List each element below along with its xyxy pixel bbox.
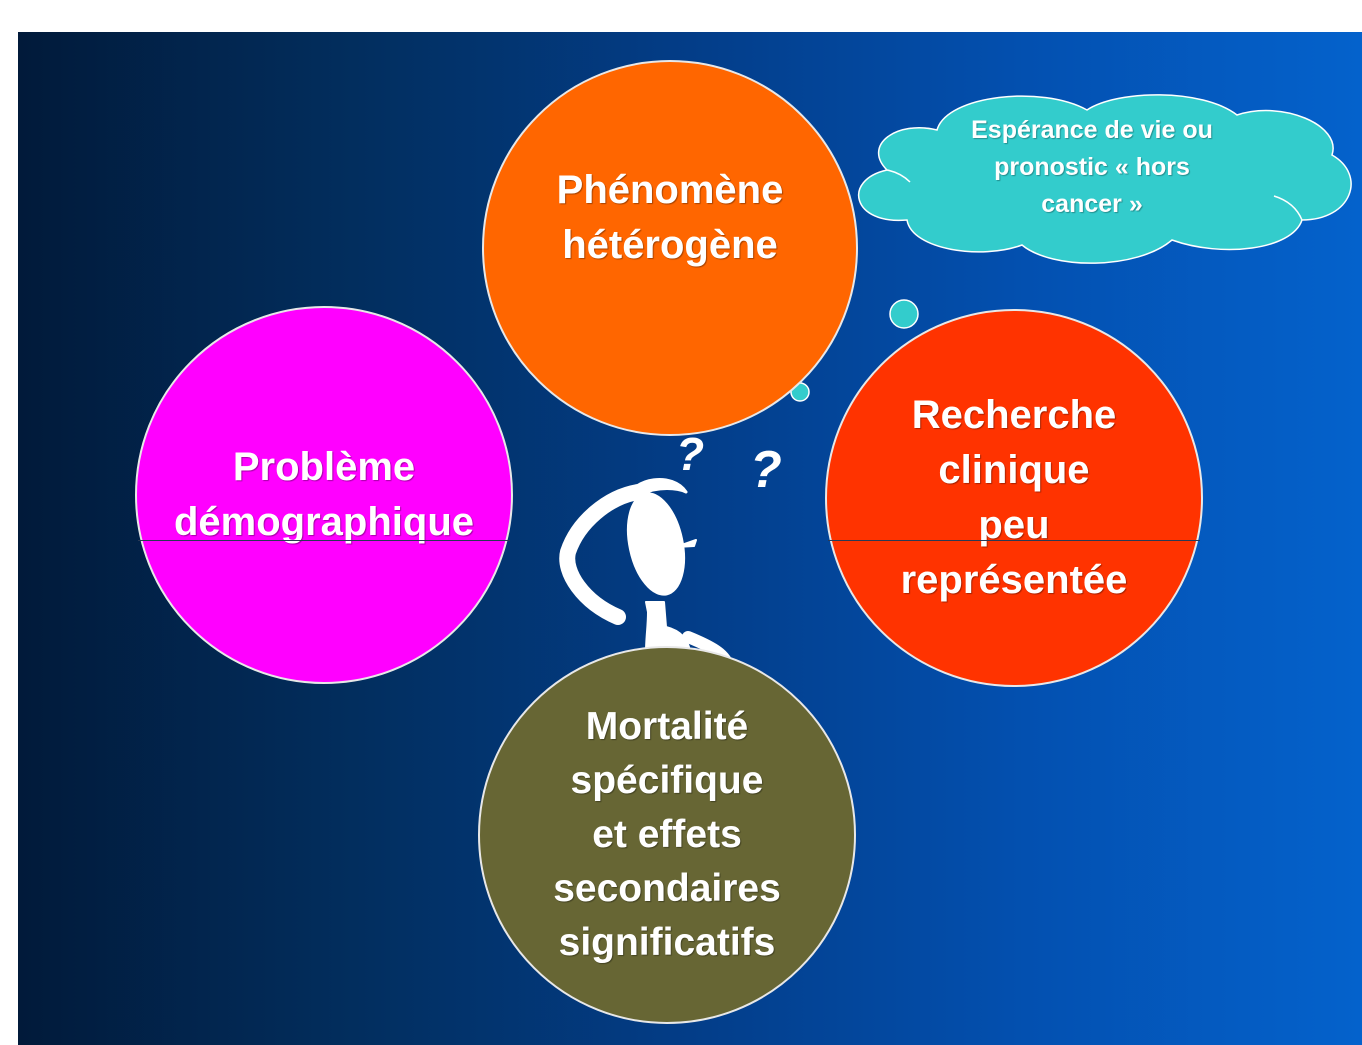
thinker-arm-raised bbox=[559, 484, 646, 625]
cloud-fold-right bbox=[1273, 195, 1303, 221]
cloud-shape bbox=[858, 94, 1352, 264]
circle-probleme-label: Problème démographique bbox=[173, 445, 475, 544]
circle-phenomene-heterogene: Phénomène hétérogène bbox=[482, 60, 858, 436]
circle-phenomene-label: Phénomène hétérogène bbox=[556, 168, 784, 267]
divider-line-right bbox=[828, 540, 1200, 541]
cloud-fold-left bbox=[886, 169, 911, 183]
question-mark-large: ? bbox=[750, 441, 782, 499]
circle-probleme-demographique: Problème démographique bbox=[135, 306, 513, 684]
thinker-nose bbox=[675, 539, 697, 548]
divider-line-left bbox=[138, 540, 510, 541]
question-mark-small: ? bbox=[676, 428, 705, 480]
circle-mortalite-label: Mortalité spécifique et effets secondair… bbox=[553, 705, 781, 964]
circle-recherche-label: Recherche clinique peu représentée bbox=[900, 393, 1128, 602]
cloud-label: Espérance de vie ou pronostic « hors can… bbox=[971, 116, 1213, 218]
thought-bubble-large bbox=[889, 299, 919, 329]
slide-canvas: Espérance de vie ou pronostic « hors can… bbox=[18, 32, 1362, 1045]
thought-cloud bbox=[858, 94, 1352, 264]
circle-recherche-clinique: Recherche clinique peu représentée bbox=[825, 309, 1203, 687]
circle-mortalite-specifique: Mortalité spécifique et effets secondair… bbox=[478, 646, 856, 1024]
